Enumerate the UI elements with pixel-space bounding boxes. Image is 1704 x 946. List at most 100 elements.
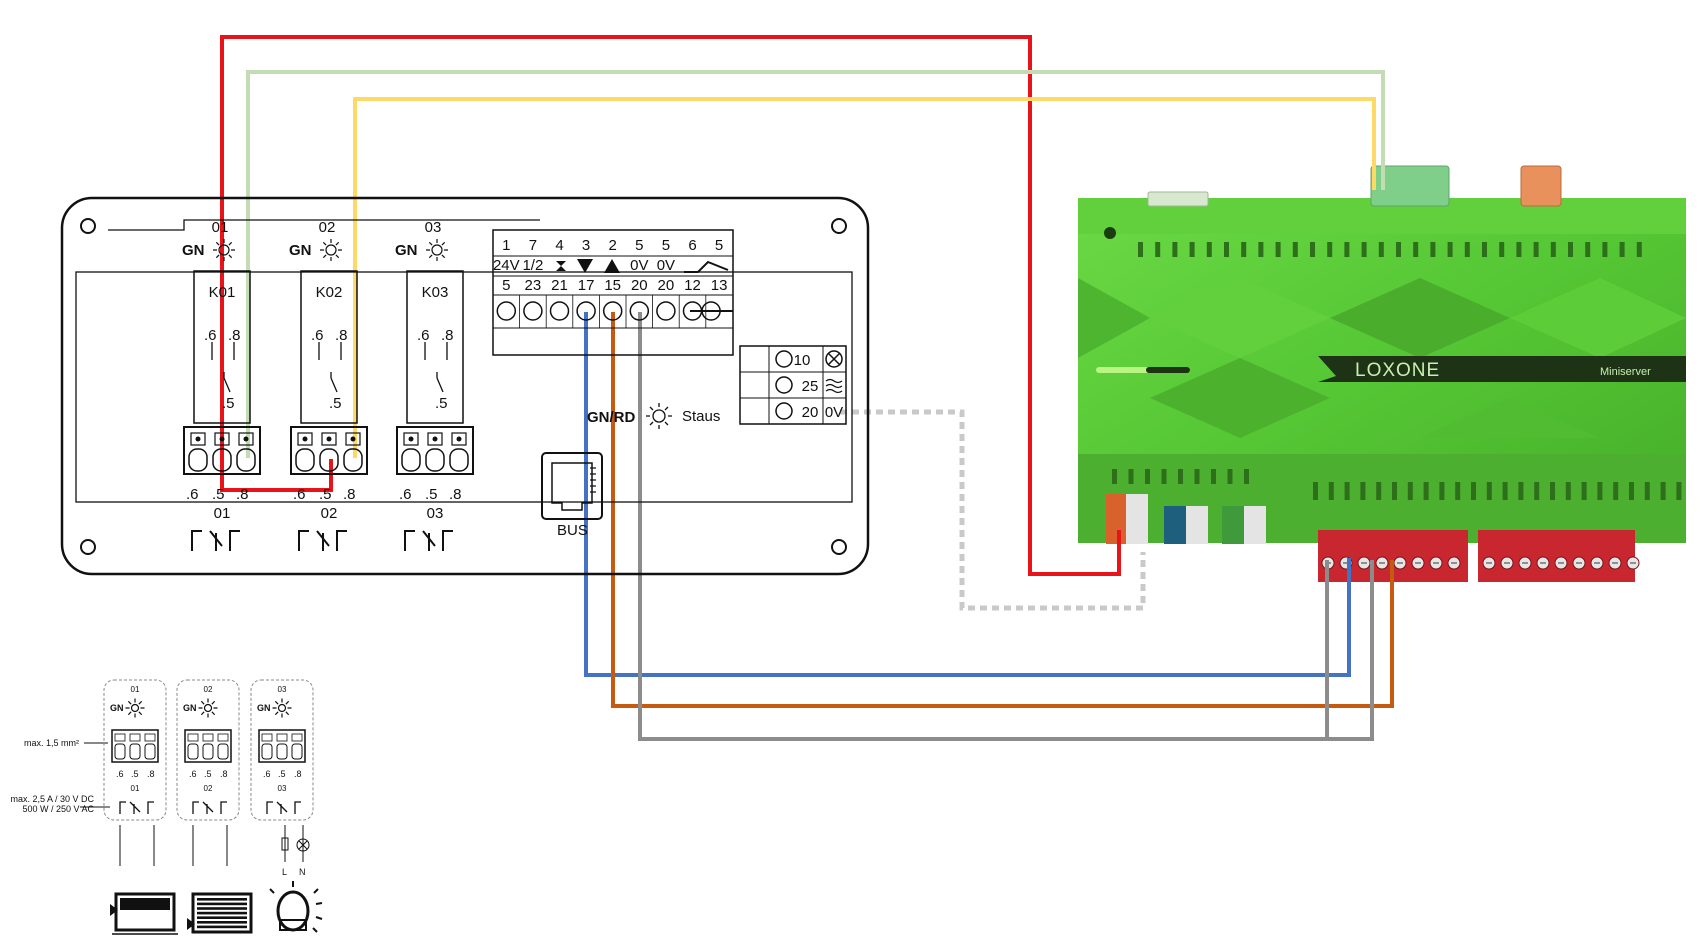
terminal-top-label: 6 [688, 237, 696, 254]
wire-clamp [188, 448, 208, 472]
terminal-mid-label: 24V [493, 257, 520, 274]
relay-number: 02 [321, 505, 338, 522]
l-label: L [282, 867, 287, 877]
switch-contact-icon [211, 342, 235, 393]
legend-relay-sub: 01 [131, 784, 140, 793]
screw-terminal-block [396, 426, 474, 475]
terminal-top-label: 2 [609, 237, 617, 254]
mounting-hole [831, 539, 847, 555]
wire-yellow [353, 97, 1376, 458]
lamp-icon [825, 350, 843, 368]
white-port [1244, 506, 1266, 544]
facet [1078, 278, 1150, 358]
garage-door-icon [110, 892, 178, 935]
legend-screw-block [184, 729, 232, 763]
relay-contact-symbol [298, 530, 347, 551]
legend-contact-label: .5 [204, 769, 212, 779]
arrow-down-icon [577, 259, 593, 273]
legend-contact-label: .8 [294, 769, 302, 779]
relay-number: 03 [425, 219, 442, 236]
wire-gray [638, 312, 1374, 741]
side-terminal-frame [739, 345, 847, 425]
terminal-bot-label: 15 [604, 277, 621, 294]
legend-screw-block [258, 729, 306, 763]
terminal-bot-label: 21 [551, 277, 568, 294]
green-connector [1370, 165, 1450, 207]
bus-label: BUS [557, 522, 588, 539]
arrow-up-icon [604, 259, 620, 273]
side-label: 20 [802, 404, 819, 421]
vents-mid [1112, 469, 1249, 484]
screw-terminal [656, 301, 676, 321]
facet [1510, 278, 1686, 358]
relay-coil-box [193, 270, 251, 424]
led-icon [213, 239, 235, 261]
status-led-dot [1104, 227, 1116, 239]
switch-icon [684, 260, 729, 273]
side-label: 0V [825, 404, 843, 421]
contact-label: .6 [293, 486, 306, 503]
wire-gray-branch [1325, 560, 1372, 741]
blind-icon [187, 892, 253, 934]
legend-led-label: GN [183, 703, 197, 713]
model-label: Miniserver [1600, 366, 1651, 378]
green-port [1222, 506, 1244, 544]
indicator-bar-dark [1146, 367, 1190, 373]
led-icon [426, 239, 448, 261]
legend-screw-block [111, 729, 159, 763]
vents-top [1138, 242, 1642, 257]
contact-label: .6 [311, 327, 324, 344]
legend-contact-label: .8 [220, 769, 228, 779]
contact-label: .8 [236, 486, 249, 503]
terminal-top-label: 7 [529, 237, 537, 254]
screw-terminal [775, 350, 793, 368]
side-label: 10 [794, 352, 811, 369]
facet [1150, 278, 1330, 358]
contact-label: .5 [425, 486, 438, 503]
led-icon [272, 698, 292, 718]
screw-terminal [775, 402, 793, 420]
inner-panel [75, 271, 853, 503]
relay-name: K03 [422, 284, 449, 301]
legend-relay-frame [250, 679, 314, 821]
led-label: GN [395, 242, 418, 259]
contact-label: .5 [435, 395, 448, 412]
terminal-mid-label: 1/2 [522, 257, 543, 274]
inner-outline [108, 219, 540, 231]
terminal-bot-label: 13 [711, 277, 728, 294]
contact-label: .5 [329, 395, 342, 412]
blue-port [1164, 506, 1186, 544]
terminal-bot-label: 20 [658, 277, 675, 294]
wire-light-green [246, 70, 1385, 458]
wire-clamp [212, 448, 232, 472]
vents-low [1313, 482, 1682, 500]
side-terminal: 10 25 20 0V [739, 345, 847, 425]
load-note-1: max. 2,5 A / 30 V DC [10, 794, 94, 804]
wire-note: max. 1,5 mm² [24, 738, 79, 748]
legend-led-label: GN [257, 703, 271, 713]
wire-clamp [449, 448, 469, 472]
terminal-top-label: 5 [715, 237, 723, 254]
terminal-top-label: 5 [662, 237, 670, 254]
switch-contact-icon [318, 342, 342, 393]
contact-label: .8 [228, 327, 241, 344]
terminal-strip-frame [492, 229, 734, 356]
led-icon [320, 239, 342, 261]
brand-label: LOXONE [1355, 360, 1440, 381]
contact-label: .6 [399, 486, 412, 503]
led-icon [125, 698, 145, 718]
terminal-screws [1321, 556, 1640, 570]
relay-coil-box [406, 270, 464, 424]
relay-number: 01 [214, 505, 231, 522]
wire-clamp [425, 448, 445, 472]
legend-contact-symbol [192, 801, 227, 814]
relay-module: 01GNK01.6.8.5.6.5.80102GNK02.6.8.5.6.5.8… [60, 196, 870, 576]
wire-clamp [295, 448, 315, 472]
